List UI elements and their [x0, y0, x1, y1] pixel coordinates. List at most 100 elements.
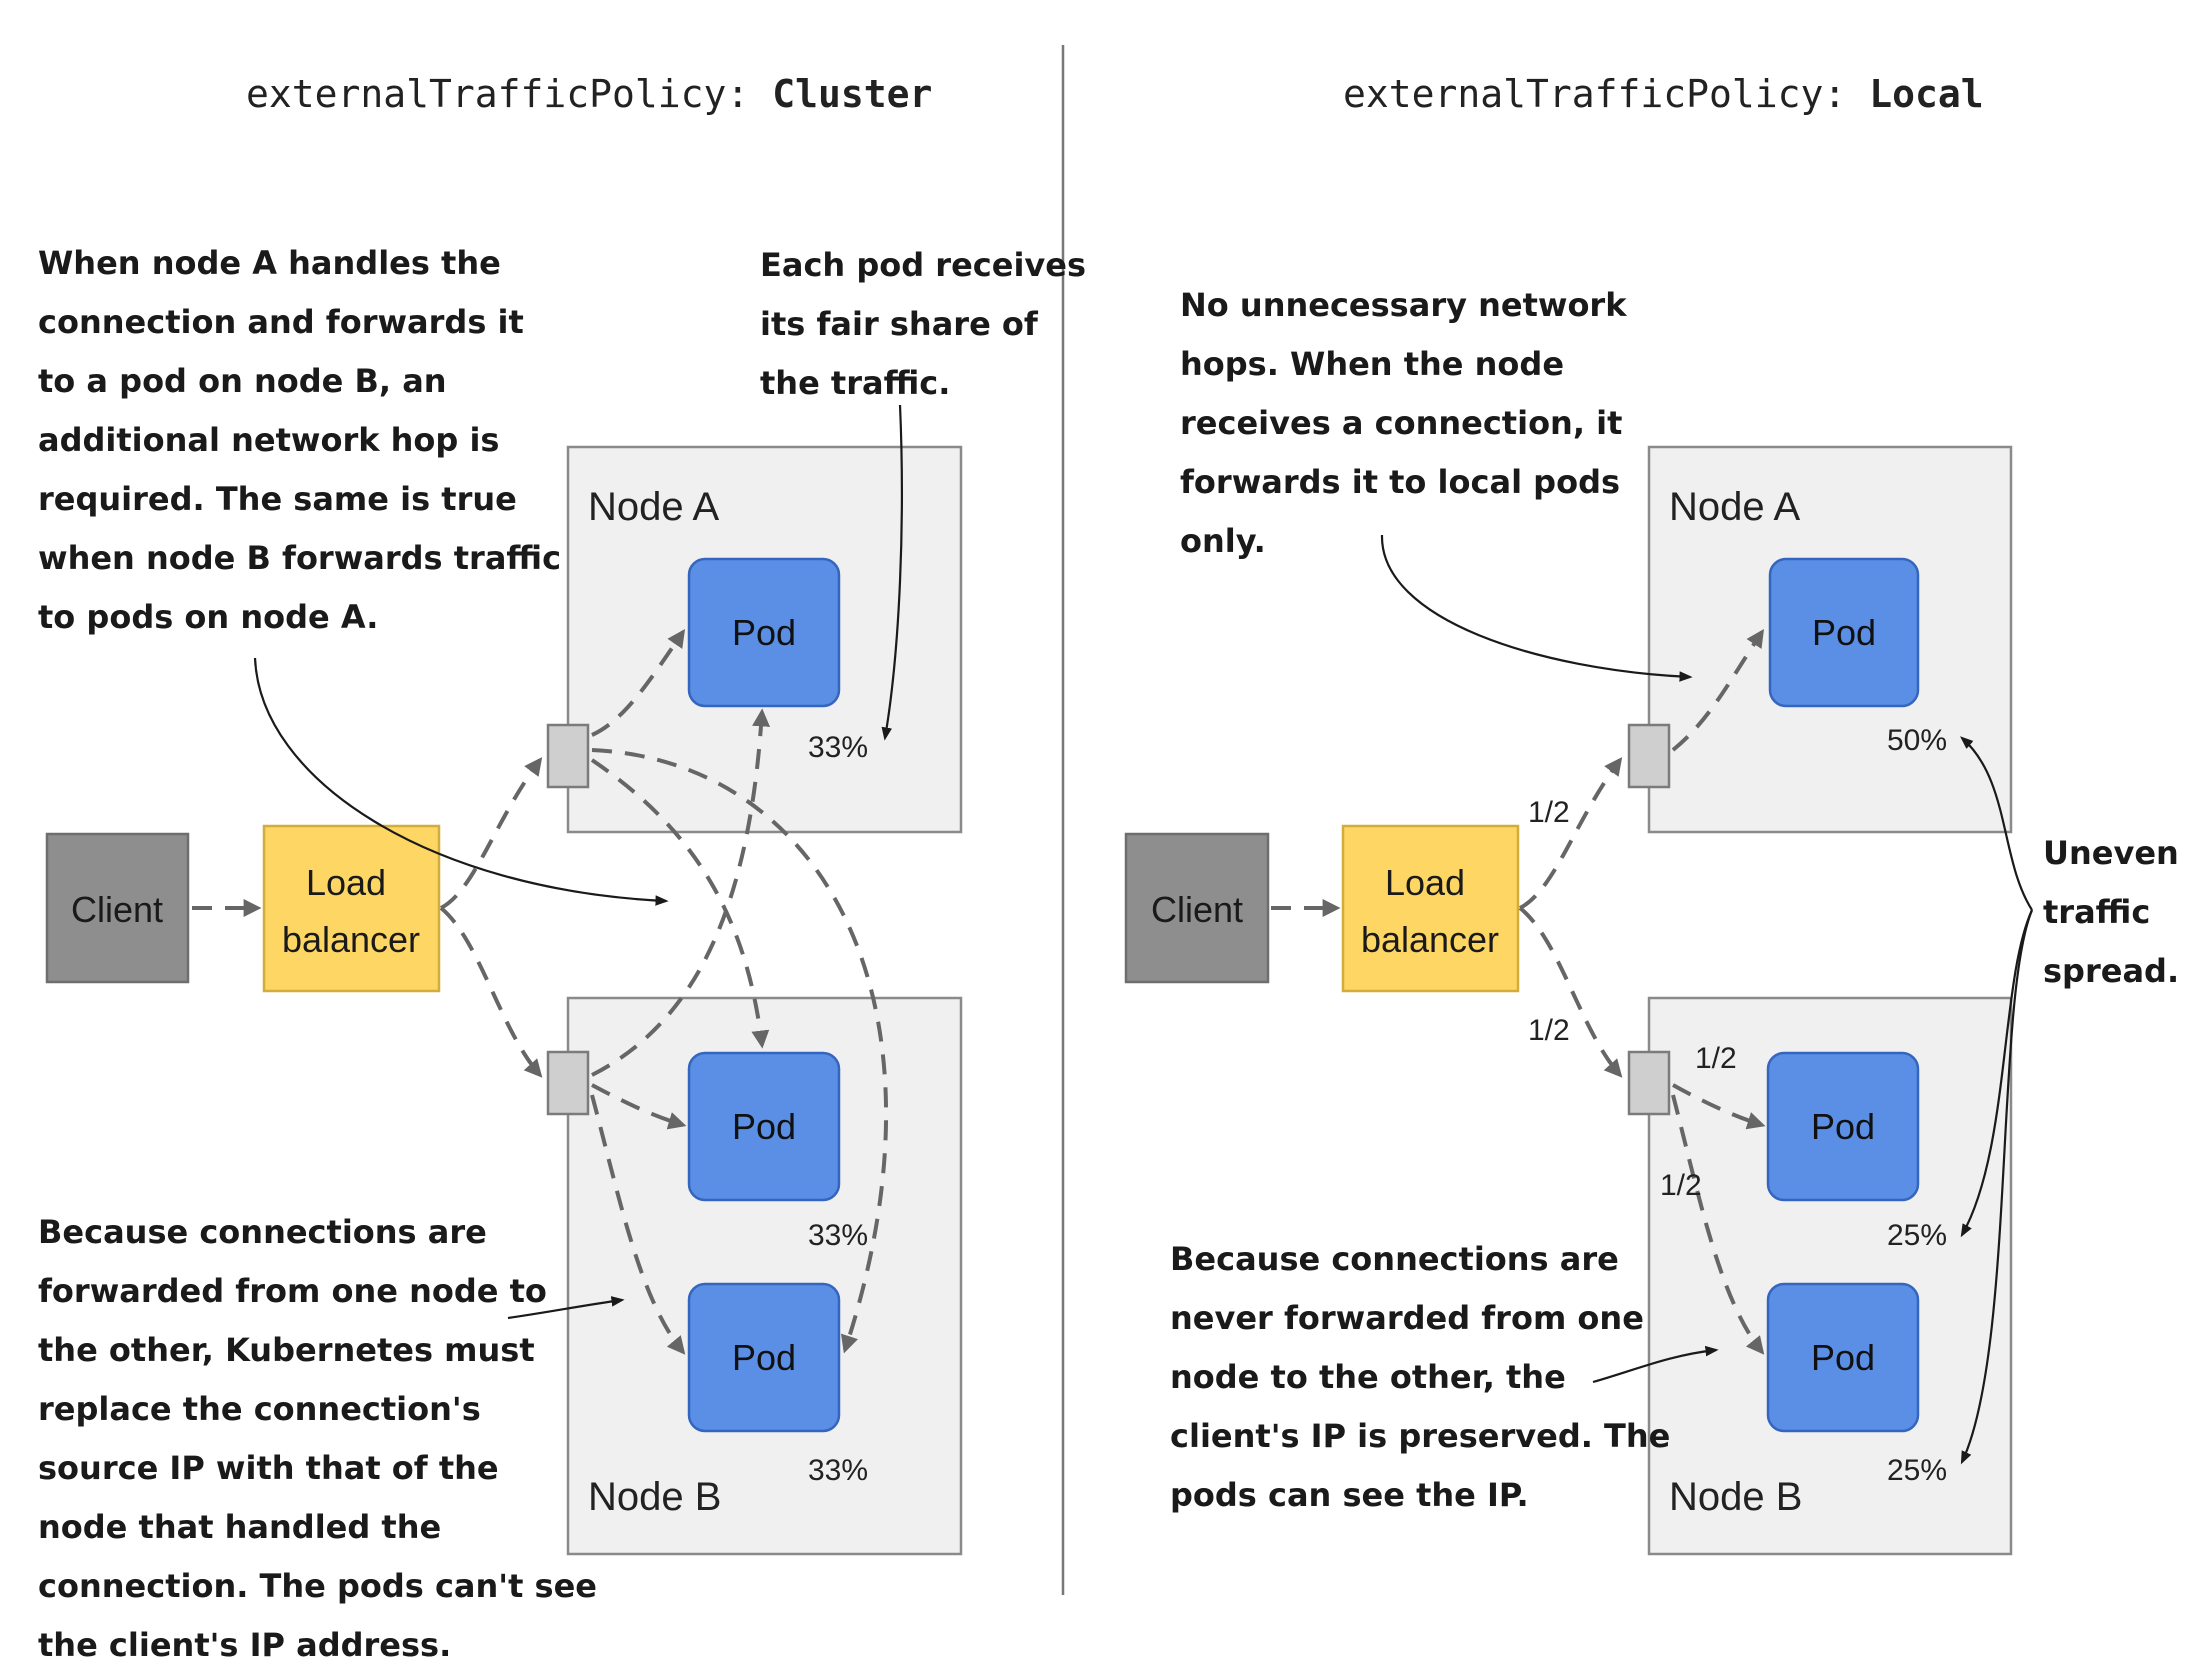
local-pod-b1-share: 25%: [1887, 1219, 1947, 1252]
cluster-pod-a: [687, 557, 841, 708]
local-node-b-label: Node B: [1669, 1475, 1802, 1519]
local-callout-no-hops: [1380, 534, 1693, 682]
cluster-flow-a-port-to-pod-a: [591, 629, 686, 737]
local-callout-uneven-to-pod-b2: [1960, 909, 2034, 1465]
cluster-node-a-port: [546, 723, 590, 789]
local-panel: externalTrafficPolicy: Local Node A Node…: [1124, 72, 2179, 1556]
cluster-node-b-label: Node B: [588, 1475, 721, 1519]
local-pod-b1-label: Pod: [1811, 1106, 1875, 1147]
local-split-b-to-pod1: 1/2: [1695, 1042, 1737, 1075]
local-client: [1124, 832, 1270, 984]
cluster-note-top-left: When node A handles the connection and f…: [38, 244, 572, 636]
cluster-note-bottom-line-7: connection. The pods can't see: [38, 1567, 597, 1605]
cluster-note-bottom-line-5: source IP with that of the: [38, 1449, 499, 1487]
local-pod-b2-share: 25%: [1887, 1454, 1947, 1487]
local-title: externalTrafficPolicy: Local: [1343, 72, 1984, 116]
cluster-note-bottom: Because connections are forwarded from o…: [38, 1213, 608, 1664]
local-flow-b-port-to-pod-b2: [1671, 1094, 1765, 1355]
cluster-lb-line-2: balancer: [282, 919, 420, 960]
cluster-panel: externalTrafficPolicy: Cluster Node A No…: [38, 72, 1097, 1664]
cluster-flow-a-port-to-pod-b1: [590, 758, 770, 1049]
local-pod-a-share: 50%: [1887, 724, 1947, 757]
local-note-bottom-line-3: node to the other, the: [1170, 1358, 1566, 1396]
cluster-note-top-right-line-3: the traffic.: [760, 364, 950, 402]
local-note-bottom-line-2: never forwarded from one: [1170, 1299, 1644, 1337]
local-callout-ip-preserved: [1592, 1345, 1719, 1384]
local-pod-b2-label: Pod: [1811, 1337, 1875, 1378]
cluster-pod-b1-share: 33%: [808, 1219, 868, 1252]
cluster-flow-lb-to-node-b: [439, 906, 543, 1078]
cluster-callout-source-ip: [507, 1296, 625, 1320]
cluster-note-top-left-line-1: When node A handles the: [38, 244, 501, 282]
cluster-pod-a-share: 33%: [808, 731, 868, 764]
cluster-note-bottom-line-2: forwarded from one node to: [38, 1272, 547, 1310]
local-node-a-label: Node A: [1669, 485, 1801, 529]
cluster-note-top-left-line-6: when node B forwards traffic: [38, 539, 561, 577]
local-note-bottom: Because connections are never forwarded …: [1170, 1240, 1681, 1514]
local-note-side-line-3: spread.: [2043, 952, 2179, 990]
cluster-load-balancer: [262, 824, 441, 993]
cluster-note-bottom-line-1: Because connections are: [38, 1213, 487, 1251]
local-node-b-port: [1627, 1050, 1671, 1116]
cluster-flow-b-port-to-pod-a: [591, 708, 771, 1077]
cluster-flow-b-port-to-pod-b1: [591, 1083, 687, 1130]
local-note-top-line-4: forwards it to local pods: [1180, 463, 1620, 501]
cluster-note-top-left-line-2: connection and forwards it: [38, 303, 524, 341]
cluster-pod-b2-label: Pod: [732, 1337, 796, 1378]
local-flow-b-port-to-pod-b1: [1672, 1083, 1766, 1130]
cluster-pod-b1-label: Pod: [732, 1106, 796, 1147]
local-callout-uneven-to-pod-a: [1960, 736, 2033, 911]
cluster-note-top-left-line-3: to a pod on node B, an: [38, 362, 447, 400]
local-note-side-line-2: traffic: [2043, 893, 2150, 931]
local-title-prefix: externalTrafficPolicy:: [1343, 72, 1869, 116]
cluster-client-label: Client: [71, 889, 163, 930]
cluster-pod-b2: [687, 1282, 841, 1433]
cluster-load-balancer-label: Load balancer: [282, 862, 420, 960]
local-note-top-line-5: only.: [1180, 522, 1266, 560]
local-note-top-line-1: No unnecessary network: [1180, 286, 1627, 324]
local-note-side-line-1: Uneven: [2043, 834, 2179, 872]
local-split-lb-to-a: 1/2: [1528, 796, 1570, 829]
local-node-a-port: [1627, 723, 1671, 789]
local-note-bottom-line-4: client's IP is preserved. The: [1170, 1417, 1670, 1455]
cluster-title-prefix: externalTrafficPolicy:: [246, 72, 772, 116]
cluster-node-a-label: Node A: [588, 485, 720, 529]
local-split-b-to-pod2: 1/2: [1660, 1169, 1702, 1202]
cluster-title-value: Cluster: [772, 72, 932, 116]
local-note-top-line-2: hops. When the node: [1180, 345, 1564, 383]
cluster-callout-extra-hop: [253, 657, 669, 906]
local-note-bottom-line-1: Because connections are: [1170, 1240, 1619, 1278]
local-lb-line-2: balancer: [1361, 919, 1499, 960]
local-flow-a-port-to-pod-a: [1671, 629, 1764, 752]
cluster-callout-fair-share: [881, 404, 903, 741]
cluster-pod-a-label: Pod: [732, 612, 796, 653]
local-lb-line-1: Load: [1385, 862, 1465, 903]
cluster-note-top-left-line-5: required. The same is true: [38, 480, 517, 518]
local-flow-lb-to-node-a: [1519, 757, 1623, 910]
local-flow-lb-to-node-b: [1518, 906, 1623, 1078]
cluster-pod-b2-share: 33%: [808, 1454, 868, 1487]
local-pod-b1: [1766, 1051, 1920, 1202]
cluster-flow-lb-to-node-a: [440, 757, 543, 910]
cluster-note-bottom-line-3: the other, Kubernetes must: [38, 1331, 535, 1369]
local-note-top: No unnecessary network hops. When the no…: [1180, 286, 1638, 560]
cluster-node-b-port: [546, 1050, 590, 1116]
cluster-note-bottom-line-8: the client's IP address.: [38, 1626, 451, 1664]
local-pod-a: [1768, 557, 1920, 708]
local-load-balancer: [1341, 824, 1520, 993]
cluster-flow-a-port-to-pod-b2: [591, 748, 888, 1354]
cluster-note-top-right-line-1: Each pod receives: [760, 246, 1086, 284]
cluster-client: [45, 832, 190, 984]
local-note-top-line-3: receives a connection, it: [1180, 404, 1622, 442]
cluster-note-bottom-line-6: node that handled the: [38, 1508, 441, 1546]
cluster-note-top-left-line-7: to pods on node A.: [38, 598, 378, 636]
cluster-note-top-left-line-4: additional network hop is: [38, 421, 499, 459]
local-pod-b2: [1766, 1282, 1920, 1433]
cluster-note-bottom-line-4: replace the connection's: [38, 1390, 481, 1428]
cluster-note-top-right: Each pod receives its fair share of the …: [760, 246, 1097, 402]
local-title-value: Local: [1869, 72, 1983, 116]
local-note-bottom-line-5: pods can see the IP.: [1170, 1476, 1529, 1514]
cluster-flow-b-port-to-pod-b2: [590, 1094, 686, 1355]
cluster-lb-line-1: Load: [306, 862, 386, 903]
